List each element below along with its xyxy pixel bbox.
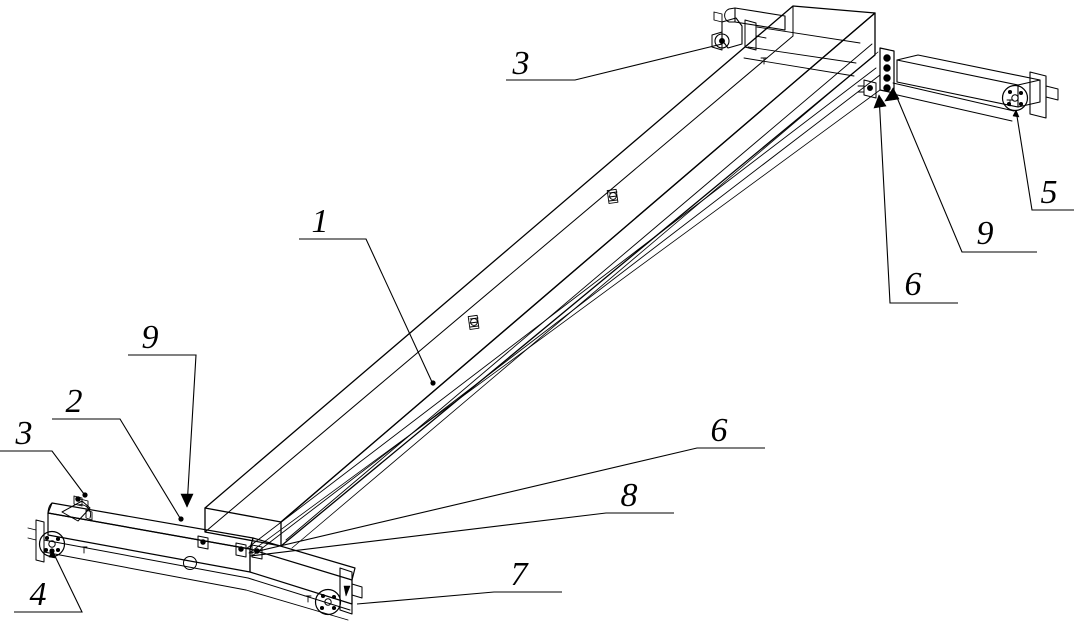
callout-label: 2 (66, 383, 83, 420)
roller-drive-unit-upper (711, 7, 786, 65)
boom-surface-fittings (467, 188, 619, 330)
callout-arrowhead (873, 94, 887, 109)
boom-tie-rods (245, 67, 881, 557)
callout-layer: 3 5 9 6 1 (0, 43, 1074, 613)
main-boom-beam (204, 5, 879, 549)
callout-6-right: 6 (873, 94, 958, 304)
callout-leader-line (506, 43, 723, 81)
callout-leader-line (356, 591, 562, 605)
callout-leader-line (14, 551, 83, 613)
callout-4: 4 (14, 548, 83, 613)
callout-leader-line (892, 87, 1037, 253)
callout-3-left: 3 (0, 415, 88, 498)
upper-right-cross-frame (892, 54, 1041, 122)
callout-5: 5 (1015, 109, 1074, 211)
callout-label: 9 (142, 319, 159, 356)
callout-leader-line (52, 418, 181, 519)
callout-leader-line (299, 238, 433, 383)
callout-1: 1 (299, 203, 436, 386)
callout-9-left: 9 (128, 319, 197, 508)
callout-dot-terminator (82, 492, 88, 498)
boom-bracket-lower (467, 314, 480, 330)
callout-label: 4 (30, 576, 47, 613)
callout-leader-line (0, 450, 85, 495)
callout-leader-line (1015, 109, 1074, 211)
callout-2: 2 (52, 383, 184, 522)
callout-leader-line (128, 354, 197, 508)
callout-9-right: 9 (884, 87, 1037, 253)
callout-3-top: 3 (506, 43, 723, 82)
callout-label: 7 (511, 556, 530, 593)
boom-bracket-upper (606, 188, 619, 204)
callout-label: 5 (1041, 174, 1058, 211)
upper-left-cross-rail (743, 26, 861, 77)
callout-label: 9 (977, 215, 994, 252)
callout-label: 3 (512, 45, 530, 82)
callout-label: 1 (312, 203, 329, 240)
callout-label: 8 (621, 477, 638, 514)
callout-7: 7 (356, 556, 562, 605)
callout-dot-terminator (49, 548, 55, 554)
callout-leader-line (878, 94, 958, 304)
callout-leader-line (249, 512, 674, 557)
corner-roller-wheel-lower (314, 567, 363, 616)
callout-arrowhead (180, 493, 194, 508)
roller-drive-unit-lower (61, 495, 93, 522)
callout-6-bottom: 6 (249, 412, 765, 554)
callout-8: 8 (249, 477, 674, 557)
callout-label: 6 (905, 266, 922, 303)
callout-label: 6 (711, 412, 728, 449)
callout-arrowhead (884, 87, 900, 102)
callout-dot-terminator (178, 516, 184, 522)
callout-leader-line (249, 447, 765, 554)
hinge-bracket-plate-upper (857, 47, 895, 99)
drawing-geometry (27, 5, 1059, 621)
end-roller-wheel-upper-right (1001, 71, 1059, 119)
lower-frame-beam (43, 502, 254, 591)
end-roller-wheel-lower-left (27, 519, 66, 563)
callout-label: 3 (15, 415, 33, 452)
callout-dot-terminator (430, 380, 436, 386)
